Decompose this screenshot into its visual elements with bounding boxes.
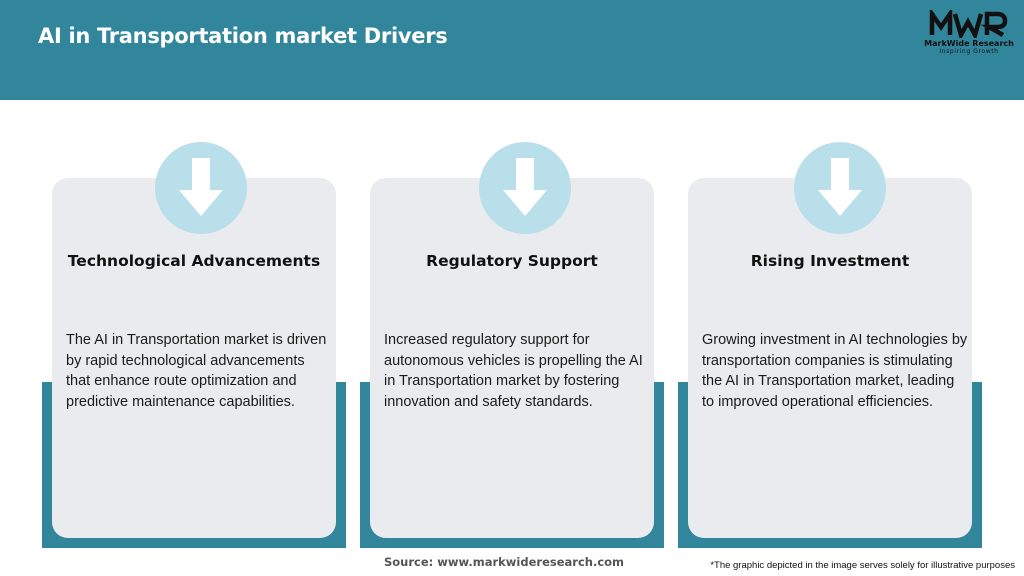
driver-card-regulatory-support: Regulatory Support Increased regulatory … [360,142,664,548]
card-description: Growing investment in AI technologies by… [702,332,968,410]
card-title: Rising Investment [750,252,910,270]
card-panel: Rising Investment Growing investment in … [688,142,972,538]
card-description: The AI in Transportation market is drive… [66,332,327,410]
illustrative-disclaimer: *The graphic depicted in the image serve… [710,560,1015,571]
arrow-down-icon [503,158,547,216]
arrow-down-icon [818,158,862,216]
driver-card-rising-investment: Rising Investment Growing investment in … [678,142,982,548]
card-description: Increased regulatory support for autonom… [384,332,643,410]
arrow-circle-badge [155,142,247,234]
page-title: AI in Transportation market Drivers [38,24,448,48]
logo-tagline: Inspiring Growth [939,48,999,55]
card-panel: Technological Advancements The AI in Tra… [52,142,336,538]
source-credit: Source: www.markwideresearch.com [383,555,625,569]
driver-card-technological-advancements: Technological Advancements The AI in Tra… [42,142,346,548]
header-banner: AI in Transportation market Drivers Mark… [0,0,1024,100]
logo-name: MarkWide Research [924,39,1014,48]
mwr-logo-icon [929,10,1008,38]
card-title: Technological Advancements [67,252,321,270]
arrow-down-icon [179,158,223,216]
arrow-circle-badge [794,142,886,234]
card-title: Regulatory Support [426,252,598,270]
markwide-research-logo: MarkWide Research Inspiring Growth [922,10,1016,58]
arrow-circle-badge [479,142,571,234]
card-panel: Regulatory Support Increased regulatory … [370,142,654,538]
